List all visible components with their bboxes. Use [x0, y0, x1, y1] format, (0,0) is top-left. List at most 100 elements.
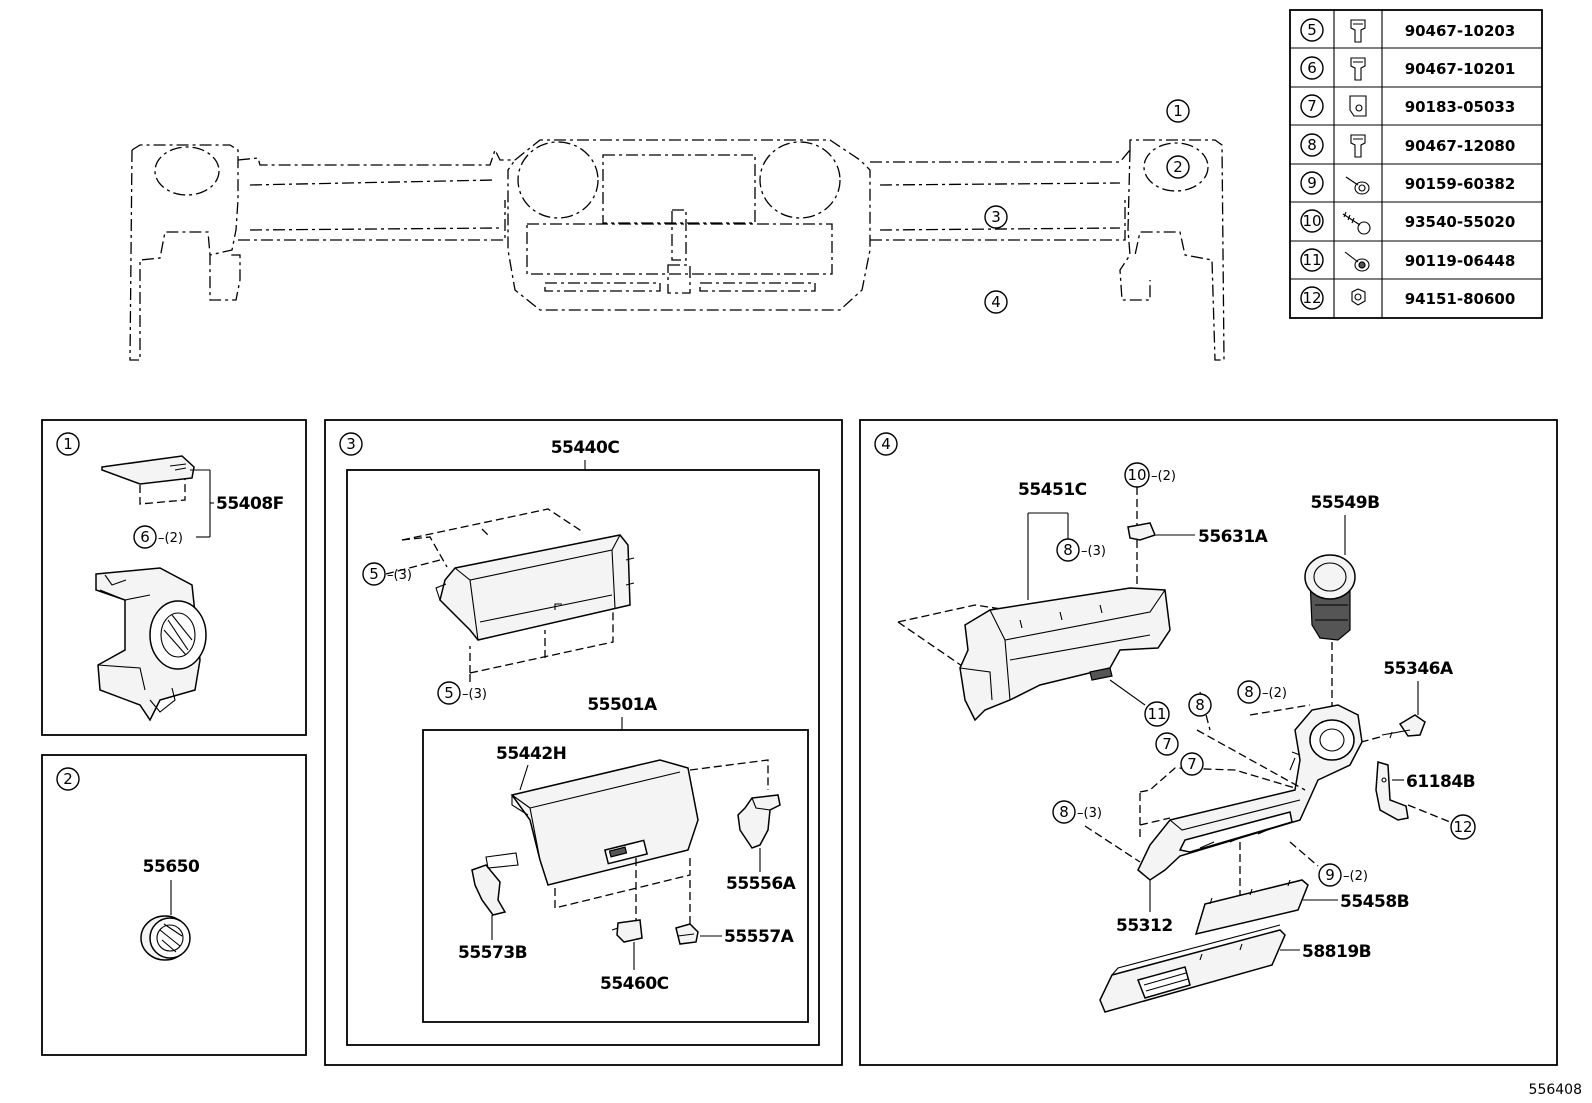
callout-7-lower-label: 7 [1187, 755, 1197, 773]
part-55440C-label[interactable]: 55440C [551, 438, 620, 458]
overview-callout-1[interactable]: 1 [1166, 99, 1190, 123]
callout-8-lower-qty: –(3) [1077, 806, 1102, 821]
table-ref: 12 [1302, 289, 1321, 307]
overview-callout-2[interactable]: 2 [1166, 155, 1190, 179]
table-row[interactable]: 5 90467-10203 [1300, 18, 1515, 43]
callout-10-label: 10 [1127, 466, 1146, 484]
overview-callout-1-label: 1 [1173, 102, 1183, 120]
panel-2: 2 55650 [41, 754, 307, 1056]
panel-1-ref: 1 [63, 435, 73, 453]
callout-8-upper[interactable]: 8 [1056, 538, 1080, 562]
overview-callout-4-label: 4 [991, 293, 1001, 311]
push-clip-icon [1350, 19, 1366, 43]
callout-12[interactable]: 12 [1450, 814, 1476, 840]
part-55557A-label[interactable]: 55557A [724, 927, 795, 947]
door-lock-part[interactable] [611, 919, 643, 943]
vent-register-part[interactable] [140, 915, 191, 961]
screw-55346A-part[interactable] [1381, 714, 1426, 739]
callout-5-lower-label: 5 [444, 684, 454, 702]
table-part-number: 90467-12080 [1405, 137, 1516, 155]
table-row[interactable]: 9 90159-60382 [1300, 171, 1515, 195]
dash-end-with-vent[interactable] [95, 567, 207, 722]
callout-8-mid[interactable]: 8 [1237, 680, 1261, 704]
table-part-number: 94151-80600 [1405, 290, 1516, 308]
callout-8-single[interactable]: 8 [1188, 693, 1212, 717]
push-clip-icon [1350, 134, 1366, 158]
overview-callout-3[interactable]: 3 [984, 205, 1008, 229]
fastener-table: 5 90467-10203 6 90467-10201 7 90183-0503… [1289, 9, 1543, 319]
callout-8-lower[interactable]: 8 [1052, 800, 1076, 824]
overview-callout-4[interactable]: 4 [984, 290, 1008, 314]
panel-4-ref: 4 [881, 435, 891, 453]
trim-panel-55458B-part[interactable] [1194, 879, 1309, 936]
callout-8-mid-qty: –(2) [1262, 686, 1287, 701]
cup-holder-part[interactable] [1304, 554, 1356, 641]
callout-11[interactable]: 11 [1144, 701, 1170, 727]
callout-7-upper-label: 7 [1162, 735, 1172, 753]
table-ref: 11 [1302, 251, 1321, 269]
table-row[interactable]: 7 90183-05033 [1300, 94, 1515, 118]
callout-8-upper-label: 8 [1063, 541, 1073, 559]
tapping-screw-icon [1342, 211, 1371, 235]
table-row[interactable]: 12 94151-80600 [1300, 286, 1516, 310]
lower-panel-58819B-part[interactable] [1099, 924, 1286, 1013]
part-55556A-label[interactable]: 55556A [726, 874, 797, 894]
table-row[interactable]: 11 90119-06448 [1300, 248, 1516, 272]
part-55501A-label[interactable]: 55501A [587, 695, 658, 715]
diagram-id: 556408 [1529, 1082, 1582, 1098]
part-55460C-label[interactable]: 55460C [600, 974, 669, 994]
console-front-panel-part[interactable] [1137, 704, 1363, 881]
console-box-part[interactable] [959, 587, 1171, 722]
panel-1: 1 55408F 6 –(2) [41, 419, 307, 736]
callout-5-lower[interactable]: 5 [437, 681, 461, 705]
nut-clip-icon [1349, 95, 1367, 117]
door-stopper-left-part[interactable] [471, 852, 519, 916]
callout-10[interactable]: 10 [1124, 462, 1150, 488]
callout-6[interactable]: 6 [133, 525, 157, 549]
callout-8-mid-label: 8 [1244, 683, 1254, 701]
door-damper-part[interactable] [675, 923, 699, 945]
part-55408F-label[interactable]: 55408F [216, 494, 284, 514]
part-55458B-label[interactable]: 55458B [1340, 892, 1410, 912]
glove-box-housing-part[interactable] [435, 534, 635, 641]
table-part-number: 90119-06448 [1405, 252, 1516, 270]
table-ref: 6 [1307, 59, 1317, 77]
table-ref: 10 [1302, 212, 1321, 230]
bracket-61184B-part[interactable] [1375, 761, 1409, 821]
callout-7-upper[interactable]: 7 [1155, 732, 1179, 756]
nut-icon [1351, 288, 1366, 306]
overview-callout-3-label: 3 [991, 208, 1001, 226]
part-55650-label[interactable]: 55650 [143, 857, 201, 877]
callout-5-upper-label: 5 [369, 565, 379, 583]
callout-9[interactable]: 9 [1318, 863, 1342, 887]
part-55549B-label[interactable]: 55549B [1310, 493, 1380, 513]
callout-5-upper[interactable]: 5 [362, 562, 386, 586]
bolt-washer-icon [1344, 251, 1370, 272]
part-58819B-label[interactable]: 58819B [1302, 942, 1372, 962]
part-61184B-label[interactable]: 61184B [1406, 772, 1476, 792]
table-row[interactable]: 8 90467-12080 [1300, 133, 1516, 158]
instrument-panel-overview [129, 139, 1225, 361]
part-55451C-label[interactable]: 55451C [1018, 480, 1087, 500]
callout-7-lower[interactable]: 7 [1180, 752, 1204, 776]
table-row[interactable]: 10 93540-55020 [1300, 209, 1515, 235]
table-ref: 5 [1307, 21, 1317, 39]
part-55442H-label[interactable]: 55442H [496, 744, 567, 764]
part-55346A-label[interactable]: 55346A [1383, 659, 1454, 679]
panel-4: 4 10 –(2) 55451C 8 –(3) 55631A [859, 419, 1558, 1066]
push-clip-icon [1350, 57, 1366, 81]
part-55312-label[interactable]: 55312 [1116, 916, 1173, 936]
bracket-55631A-part[interactable] [1127, 522, 1157, 541]
glove-box-door-part[interactable] [510, 759, 699, 886]
table-ref: 9 [1307, 174, 1317, 192]
part-55573B-label[interactable]: 55573B [458, 943, 528, 963]
table-row[interactable]: 6 90467-10201 [1300, 56, 1515, 81]
table-ref: 8 [1307, 136, 1317, 154]
door-stopper-right-part[interactable] [737, 794, 781, 849]
callout-12-label: 12 [1453, 818, 1472, 836]
side-cover-part[interactable] [101, 455, 195, 485]
callout-8-upper-qty: –(3) [1081, 544, 1106, 559]
part-55631A-label[interactable]: 55631A [1198, 527, 1269, 547]
callout-5-lower-qty: –(3) [462, 687, 487, 702]
